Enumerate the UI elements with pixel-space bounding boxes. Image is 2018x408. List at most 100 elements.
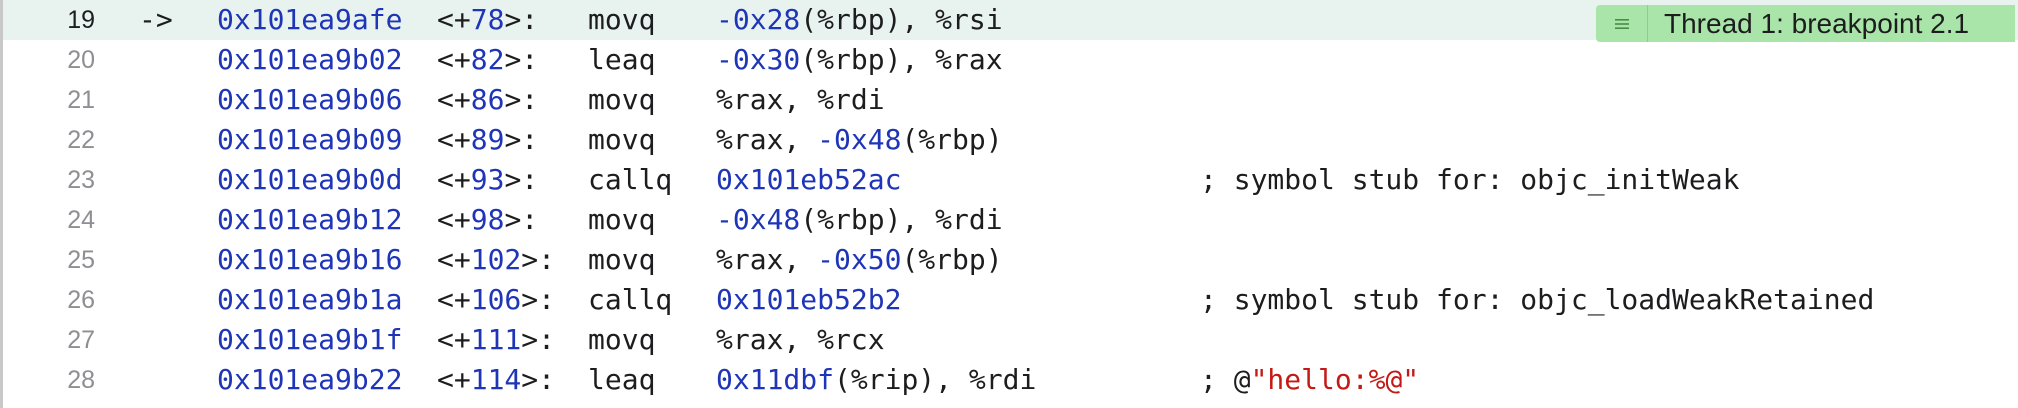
offset-close: >: <box>521 283 556 316</box>
offset-open: <+ <box>437 203 471 236</box>
comment-segment: ; symbol stub for: objc_loadWeakRetained <box>1200 283 1875 316</box>
offset-close: >: <box>504 123 539 156</box>
instruction-offset: <+106>: <box>437 283 555 316</box>
operand-segment: 0x101eb52ac <box>716 163 902 196</box>
offset-close: >: <box>504 83 539 116</box>
operand-segment: (%rip), %rdi <box>834 363 1037 396</box>
list-icon[interactable] <box>1596 5 1648 42</box>
instruction-address: 0x101ea9b12 <box>217 203 403 236</box>
instruction-offset: <+78>: <box>437 3 538 36</box>
instruction-mnemonic: movq <box>588 83 656 116</box>
offset-value: 102 <box>470 243 522 276</box>
instruction-address: 0x101ea9b02 <box>217 43 403 76</box>
line-number[interactable]: 25 <box>67 246 95 274</box>
instruction-operands: -0x30(%rbp), %rax <box>716 43 1003 76</box>
breakpoint-badge[interactable]: Thread 1: breakpoint 2.1 <box>1596 5 2015 42</box>
instruction-address: 0x101ea9b1f <box>217 323 403 356</box>
instruction-address: 0x101ea9b09 <box>217 123 403 156</box>
instruction-operands: %rax, -0x50(%rbp) <box>716 243 1003 276</box>
operand-segment: %rax, <box>716 123 818 156</box>
offset-value: 78 <box>470 3 505 36</box>
instruction-operands: 0x101eb52b2 <box>716 283 901 316</box>
disassembly-line[interactable]: 27 0x101ea9b1f <+111>: movq %rax, %rcx <box>3 320 2018 360</box>
operand-segment: (%rbp) <box>901 243 1003 276</box>
offset-open: <+ <box>437 243 471 276</box>
line-number[interactable]: 19 <box>67 6 95 34</box>
breakpoint-label: Thread 1: breakpoint 2.1 <box>1664 7 1970 39</box>
offset-value: 82 <box>470 43 505 76</box>
offset-value: 111 <box>470 323 522 356</box>
offset-close: >: <box>521 243 556 276</box>
offset-open: <+ <box>437 3 471 36</box>
operand-segment: (%rbp), %rax <box>800 43 1003 76</box>
disassembly-line[interactable]: 26 0x101ea9b1a <+106>: callq 0x101eb52b2… <box>3 280 2018 320</box>
disassembly-line[interactable]: 25 0x101ea9b16 <+102>: movq %rax, -0x50(… <box>3 240 2018 280</box>
instruction-address: 0x101ea9b1a <box>217 283 403 316</box>
offset-open: <+ <box>437 323 471 356</box>
disassembly-line[interactable]: 20 0x101ea9b02 <+82>: leaq -0x30(%rbp), … <box>3 40 2018 80</box>
instruction-offset: <+86>: <box>437 83 538 116</box>
line-number[interactable]: 23 <box>67 166 95 194</box>
offset-open: <+ <box>437 283 471 316</box>
operand-segment: -0x28 <box>716 3 801 36</box>
instruction-mnemonic: leaq <box>588 363 656 396</box>
current-instruction-arrow: -> <box>139 3 173 36</box>
disassembly-line[interactable]: 28 0x101ea9b22 <+114>: leaq 0x11dbf(%rip… <box>3 360 2018 400</box>
instruction-address: 0x101ea9b0d <box>217 163 403 196</box>
operand-segment: (%rbp) <box>901 123 1003 156</box>
comment-segment: ; @ <box>1200 363 1251 396</box>
instruction-offset: <+82>: <box>437 43 538 76</box>
disassembly-line[interactable]: 24 0x101ea9b12 <+98>: movq -0x48(%rbp), … <box>3 200 2018 240</box>
offset-value: 98 <box>470 203 505 236</box>
offset-value: 93 <box>470 163 505 196</box>
instruction-mnemonic: callq <box>588 163 673 196</box>
instruction-mnemonic: leaq <box>588 43 656 76</box>
instruction-mnemonic: movq <box>588 123 656 156</box>
disassembly-line[interactable]: 21 0x101ea9b06 <+86>: movq %rax, %rdi <box>3 80 2018 120</box>
instruction-comment: ; @"hello:%@" <box>1200 363 1419 396</box>
operand-segment: %rax, <box>716 243 818 276</box>
instruction-mnemonic: callq <box>588 283 673 316</box>
instruction-comment: ; symbol stub for: objc_loadWeakRetained <box>1200 283 1874 316</box>
instruction-mnemonic: movq <box>588 203 656 236</box>
instruction-address: 0x101ea9afe <box>217 3 403 36</box>
instruction-operands: 0x101eb52ac <box>716 163 901 196</box>
instruction-offset: <+114>: <box>437 363 555 396</box>
instruction-operands: %rax, -0x48(%rbp) <box>716 123 1003 156</box>
instruction-mnemonic: movq <box>588 323 656 356</box>
disassembly-line[interactable]: 22 0x101ea9b09 <+89>: movq %rax, -0x48(%… <box>3 120 2018 160</box>
instruction-operands: 0x11dbf(%rip), %rdi <box>716 363 1036 396</box>
instruction-offset: <+93>: <box>437 163 538 196</box>
offset-value: 114 <box>470 363 522 396</box>
instruction-address: 0x101ea9b22 <box>217 363 403 396</box>
line-number[interactable]: 20 <box>67 46 95 74</box>
line-number[interactable]: 27 <box>67 326 95 354</box>
offset-open: <+ <box>437 83 471 116</box>
offset-open: <+ <box>437 123 471 156</box>
operand-segment: %rax, %rcx <box>716 323 885 356</box>
line-number[interactable]: 26 <box>67 286 95 314</box>
comment-segment: "hello:%@" <box>1250 363 1420 396</box>
offset-open: <+ <box>437 43 471 76</box>
instruction-address: 0x101ea9b16 <box>217 243 403 276</box>
instruction-operands: -0x28(%rbp), %rsi <box>716 3 1003 36</box>
line-number[interactable]: 28 <box>67 366 95 394</box>
operand-segment: -0x30 <box>716 43 801 76</box>
instruction-offset: <+98>: <box>437 203 538 236</box>
disassembly-line[interactable]: 23 0x101ea9b0d <+93>: callq 0x101eb52ac … <box>3 160 2018 200</box>
line-number[interactable]: 24 <box>67 206 95 234</box>
line-number[interactable]: 21 <box>67 86 95 114</box>
instruction-mnemonic: movq <box>588 243 656 276</box>
instruction-mnemonic: movq <box>588 3 656 36</box>
instruction-offset: <+102>: <box>437 243 555 276</box>
line-number[interactable]: 22 <box>67 126 95 154</box>
offset-value: 86 <box>470 83 505 116</box>
offset-open: <+ <box>437 363 471 396</box>
operand-segment: -0x50 <box>817 243 902 276</box>
operand-segment: (%rbp), %rdi <box>800 203 1003 236</box>
instruction-operands: -0x48(%rbp), %rdi <box>716 203 1003 236</box>
offset-close: >: <box>521 363 556 396</box>
offset-close: >: <box>504 3 539 36</box>
offset-close: >: <box>504 43 539 76</box>
